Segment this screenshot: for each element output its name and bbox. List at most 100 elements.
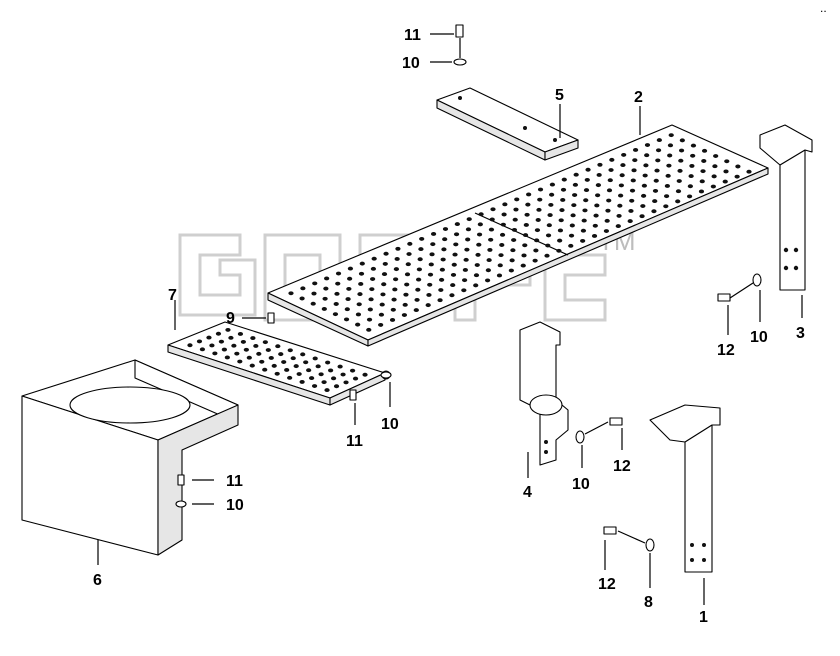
perforation-hole [349, 368, 356, 373]
perforation-hole [462, 278, 468, 283]
perforation-hole [508, 268, 514, 273]
perforation-hole [595, 193, 601, 198]
callout-6: 6 [93, 572, 102, 589]
perforation-hole [616, 213, 622, 218]
perforation-hole [629, 198, 635, 203]
perforation-hole [449, 293, 455, 298]
perforation-hole [678, 148, 685, 153]
perforation-hole [243, 347, 249, 352]
perforation-hole [196, 339, 203, 344]
perforation-hole [212, 351, 218, 356]
perforation-hole [352, 376, 359, 381]
perforation-hole [522, 233, 529, 238]
perforation-hole [485, 268, 491, 273]
perforation-hole [498, 253, 504, 258]
corner-mark: .. [820, 1, 827, 15]
callout-12-bottom: 12 [598, 576, 616, 593]
perforation-hole [668, 133, 674, 138]
perforation-hole [664, 184, 670, 188]
perforation-hole [299, 296, 305, 301]
perforation-hole [594, 203, 600, 208]
perforation-hole [246, 355, 252, 360]
perforation-hole [465, 227, 472, 232]
perforation-hole [583, 198, 589, 203]
perforation-hole [322, 296, 328, 301]
perforation-hole [496, 273, 503, 278]
perforation-hole [523, 222, 529, 227]
perforation-hole [228, 335, 234, 340]
perforation-hole [383, 251, 389, 256]
callout-7: 7 [168, 287, 177, 304]
perforation-hole [335, 281, 341, 286]
bracket-part-3 [759, 124, 813, 291]
perforation-hole [473, 273, 480, 278]
perforation-hole [290, 356, 296, 361]
perforation-hole [561, 177, 567, 182]
perforation-hole [256, 351, 262, 356]
perforation-hole [689, 163, 695, 168]
perforation-hole [381, 272, 388, 277]
perforation-hole [642, 173, 648, 178]
perforation-hole [500, 222, 506, 227]
perforation-hole [620, 163, 626, 168]
perforation-hole [379, 302, 385, 307]
perforation-hole [310, 301, 316, 306]
perforation-hole [393, 277, 399, 282]
perforation-hole [478, 212, 484, 217]
platform-part-2 [267, 124, 769, 347]
perforation-hole [473, 283, 479, 288]
perforation-hole [300, 286, 306, 291]
perforation-hole [371, 256, 377, 261]
bracket-part-1 [649, 404, 721, 573]
perforation-hole [666, 163, 672, 168]
perforation-hole [560, 187, 567, 192]
perforation-hole [442, 237, 448, 242]
perforation-hole [312, 356, 318, 361]
perforation-hole [406, 252, 412, 256]
perforation-hole [536, 207, 542, 212]
perforation-hole [641, 183, 647, 188]
perforation-hole [356, 302, 362, 307]
perforation-hole [402, 302, 408, 307]
perforation-hole [345, 297, 351, 302]
perforation-hole [237, 359, 243, 364]
perforation-hole [323, 286, 329, 291]
perforation-hole [419, 236, 425, 241]
perforation-hole [426, 293, 432, 297]
perforation-hole [499, 243, 505, 247]
perforation-hole [532, 258, 538, 263]
perforation-hole [330, 376, 337, 381]
perforation-hole [534, 228, 541, 233]
perforation-hole [627, 219, 633, 224]
perforation-hole [581, 218, 587, 223]
perforation-hole [370, 266, 376, 271]
perforation-hole [556, 248, 562, 253]
perforation-hole [724, 159, 730, 164]
perforation-hole [595, 183, 601, 188]
perforation-hole [667, 153, 673, 158]
perforation-hole [440, 257, 446, 262]
perforation-hole [442, 227, 449, 231]
perforation-hole [477, 222, 483, 227]
bracket-part-5 [436, 87, 579, 161]
perforation-hole [394, 257, 400, 261]
perforation-hole [324, 388, 330, 393]
perforation-hole [698, 189, 705, 194]
perforation-hole [644, 153, 650, 158]
bolt-12-bottom [603, 526, 617, 535]
perforation-hole [679, 138, 685, 143]
perforation-hole [309, 376, 315, 381]
perforation-hole [723, 169, 729, 174]
perforation-hole [312, 281, 318, 286]
perforation-hole [701, 159, 707, 163]
perforation-hole [511, 238, 517, 243]
perforation-hole [488, 227, 495, 232]
perforation-hole [557, 238, 563, 243]
perforation-hole [439, 267, 445, 272]
perforation-hole [676, 179, 682, 183]
perforation-hole [333, 384, 340, 389]
perforation-hole [380, 292, 386, 297]
perforation-hole [653, 178, 659, 183]
perforation-hole [618, 183, 624, 188]
